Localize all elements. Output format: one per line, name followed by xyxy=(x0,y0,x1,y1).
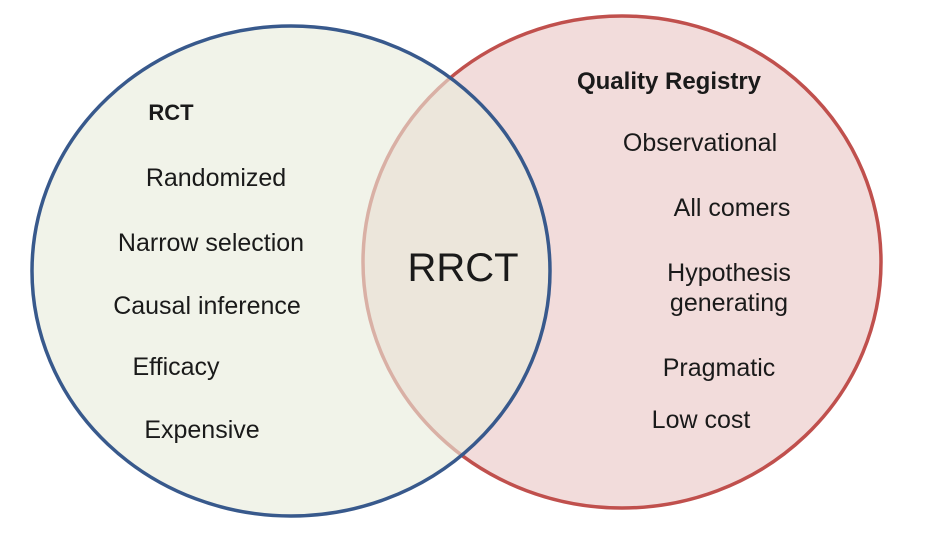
right-item-all-comers: All comers xyxy=(673,194,791,222)
left-item-efficacy: Efficacy xyxy=(132,353,220,381)
right-item-hypothesis-generating: Hypothesis generating xyxy=(667,259,791,317)
right-item-low-cost: Low cost xyxy=(651,406,751,434)
intersection-label: RRCT xyxy=(407,246,519,290)
left-item-randomized: Randomized xyxy=(145,164,287,192)
right-item-observational: Observational xyxy=(622,129,778,157)
left-item-expensive: Expensive xyxy=(144,416,260,444)
rct-circle-title: RCT xyxy=(148,100,194,125)
right-item-pragmatic: Pragmatic xyxy=(662,354,776,382)
left-item-causal-inference: Causal inference xyxy=(113,292,301,320)
quality-registry-circle-title: Quality Registry xyxy=(576,68,762,95)
left-item-narrow-selection: Narrow selection xyxy=(117,229,305,257)
rct-circle xyxy=(30,24,552,518)
